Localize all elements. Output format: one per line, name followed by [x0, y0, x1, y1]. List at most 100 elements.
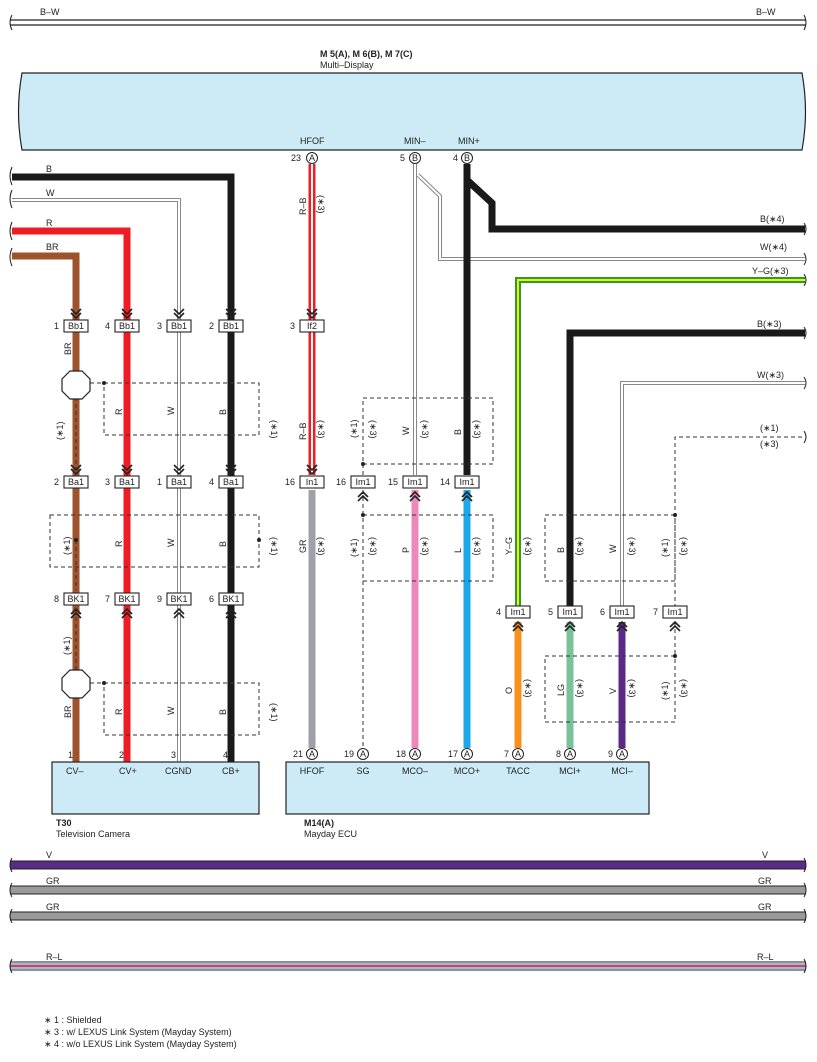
label-s3-a: (∗3) — [316, 195, 326, 214]
label-s3-l: (∗3) — [627, 537, 637, 556]
label-s1-g: (∗1) — [349, 419, 359, 438]
label-s3-k: (∗3) — [575, 537, 585, 556]
ecu-pin-label: MCI+ — [559, 766, 581, 776]
top-bus-right-label: B–W — [756, 7, 776, 17]
label-s1-e: (∗1) — [62, 636, 72, 655]
lower-right-wires — [514, 622, 676, 748]
min-wire-labels: (∗1) (∗3) W (∗3) B (∗3) (∗1) (∗3) P (∗3)… — [349, 419, 482, 557]
label-p: P — [401, 547, 411, 553]
connector-if2-id: If2 — [307, 321, 317, 331]
label-r-2: R — [114, 540, 124, 547]
label-w-4: W — [401, 426, 411, 435]
footnote-1: ∗ 1 : Shielded — [44, 1015, 102, 1025]
tv-pin-label-cb-plus: CB+ — [222, 766, 240, 776]
left-wire-label-b: B — [46, 164, 52, 174]
bus-rl-label-left: R–L — [46, 952, 63, 962]
camera-wires — [72, 330, 235, 763]
label-s3-d: (∗3) — [368, 420, 378, 439]
connector-im1-mid-3-num: 7 — [653, 607, 658, 617]
camera-wire-labels: BR R W B (∗1) (∗1) (∗1) R W B (∗1) (∗1) … — [55, 342, 279, 722]
md-pin-label-min-minus: MIN– — [404, 136, 426, 146]
label-s1-d: (∗1) — [269, 537, 279, 556]
label-s1-c: (∗1) — [62, 536, 72, 555]
bus-v: V V — [10, 850, 806, 870]
md-pin-num-5: 5 — [400, 153, 405, 163]
bus-gr2-label-right: GR — [758, 902, 772, 912]
right-wire-label-s1: (∗1) — [760, 423, 779, 433]
tv-camera-name: Television Camera — [56, 829, 130, 839]
right-wire-labels: Y–G (∗3) B (∗3) W (∗3) (∗1) (∗3) O (∗3) … — [504, 537, 689, 700]
connector-im1-top-0-id: In1 — [306, 477, 319, 487]
label-s3-p: (∗3) — [627, 679, 637, 698]
tv-camera-id: T30 — [56, 818, 72, 828]
label-s3-f: (∗3) — [472, 420, 482, 439]
ecu-pin-num: 21 — [293, 749, 303, 759]
label-v: V — [608, 688, 618, 694]
multi-display-title: M 5(A), M 6(B), M 7(C) — [320, 49, 413, 59]
ecu-pin-num: 8 — [556, 749, 561, 759]
ecu-pin-num: 19 — [344, 749, 354, 759]
bus-gr1-label-left: GR — [46, 876, 60, 886]
connector-im1-mid-0-id: Im1 — [510, 607, 525, 617]
connector-bb1-3-id: Bb1 — [223, 321, 239, 331]
connector-im1-top-3-num: 14 — [440, 477, 450, 487]
connector-bb1-3: Bb1 2 — [209, 308, 244, 333]
bus-gr1-label-right: GR — [758, 876, 772, 886]
bus-gr-2: GR GR — [10, 902, 806, 921]
tv-pin-num-1: 1 — [68, 750, 73, 760]
connector-im1-mid-0: Im1 4 — [496, 605, 531, 632]
md-pin-label-min-plus: MIN+ — [458, 136, 480, 146]
top-bus: B–W B–W — [9, 7, 807, 31]
label-s3-m: (∗3) — [679, 537, 689, 556]
bus-v-label-left: V — [46, 850, 52, 860]
label-b-3: B — [218, 709, 228, 715]
ecu-pin-conn: A — [515, 749, 521, 759]
connector-im1-mid-1-id: Im1 — [562, 607, 577, 617]
ecu-pins: A21HFOFA19SGA18MCO–A17MCO+A7TACCA8MCI+A9… — [293, 748, 633, 776]
bus-rl: R–L R–L — [10, 952, 806, 971]
md-pin-conn-b2: B — [464, 153, 470, 163]
shield-ground-icon-2 — [61, 669, 91, 699]
ecu-pin-label: TACC — [506, 766, 530, 776]
min-plus-wire — [463, 164, 805, 748]
connector-bk1-3-id: BK1 — [222, 594, 239, 604]
label-s3-b: (∗3) — [316, 420, 326, 439]
connector-im1-mid-0-num: 4 — [496, 607, 501, 617]
label-s1-j: (∗1) — [660, 681, 670, 700]
connector-im1-top-1-num: 16 — [336, 477, 346, 487]
connector-im1-mid-2-num: 6 — [600, 607, 605, 617]
ecu-pin-label: MCI– — [611, 766, 633, 776]
ecu-pin-label: SG — [356, 766, 369, 776]
label-s1-h: (∗1) — [349, 538, 359, 557]
connector-im1-mid-3-id: Im1 — [667, 607, 682, 617]
top-bus-left-label: B–W — [40, 7, 60, 17]
right-wire-label-b3: B(∗3) — [757, 319, 782, 329]
connector-bb1-0-num: 1 — [54, 321, 59, 331]
connector-bb1-3-num: 2 — [209, 321, 214, 331]
ecu-pin-label: HFOF — [300, 766, 325, 776]
min-shield — [362, 397, 494, 748]
label-o: O — [504, 687, 514, 694]
label-w-1: W — [166, 406, 176, 415]
right-shields — [544, 514, 676, 723]
label-s3-e: (∗3) — [420, 420, 430, 439]
ecu-pin-num: 9 — [608, 749, 613, 759]
tv-pin-num-4: 4 — [223, 750, 228, 760]
right-wire-label-w3: W(∗3) — [757, 370, 784, 380]
left-wire-bundle: B W R BR — [9, 164, 235, 320]
